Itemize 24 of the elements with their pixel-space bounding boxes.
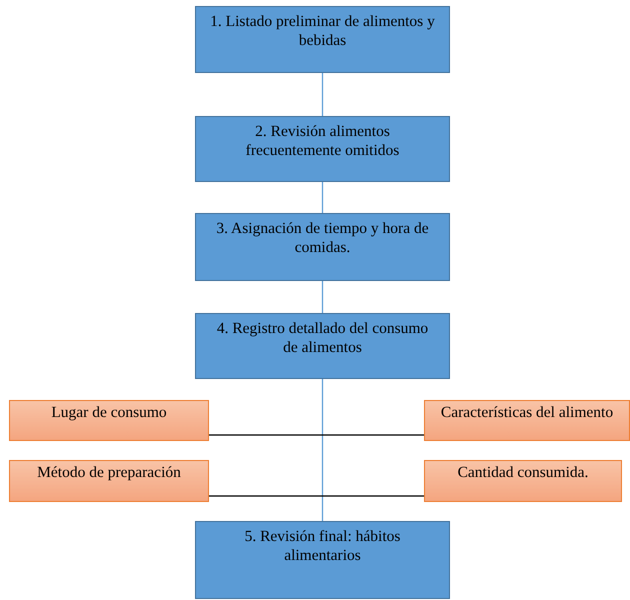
box-text: Lugar de consumo — [51, 404, 167, 422]
box-text: Características del alimento — [440, 404, 614, 422]
box-text: 5. Revisión final: hábitos alimentarios — [244, 528, 402, 566]
process-box — [195, 313, 450, 379]
detail-box — [424, 400, 630, 441]
connector-line — [322, 182, 324, 213]
box-text: 2. Revisión alimentos frecuentemente omitidos — [244, 123, 400, 160]
connector-line — [322, 281, 324, 313]
detail-box — [9, 460, 209, 502]
connector-line — [322, 379, 324, 521]
process-box — [195, 521, 450, 599]
box-text: 3. Asignación de tiempo y hora de comidas. — [215, 220, 430, 258]
process-box — [195, 6, 450, 73]
box-text: Cantidad consumida. — [458, 464, 588, 482]
connector-line — [322, 73, 324, 116]
detail-box — [424, 460, 622, 502]
connector-line — [209, 434, 424, 436]
box-text: Método de preparación — [37, 464, 181, 482]
detail-box — [9, 400, 209, 441]
process-box — [195, 116, 450, 182]
process-box — [195, 213, 450, 281]
box-text: 1. Listado preliminar de alimentos y bebidas — [210, 13, 435, 50]
box-text: 4. Registro detallado del consumo de alimentos — [216, 320, 430, 358]
connector-line — [209, 495, 424, 497]
